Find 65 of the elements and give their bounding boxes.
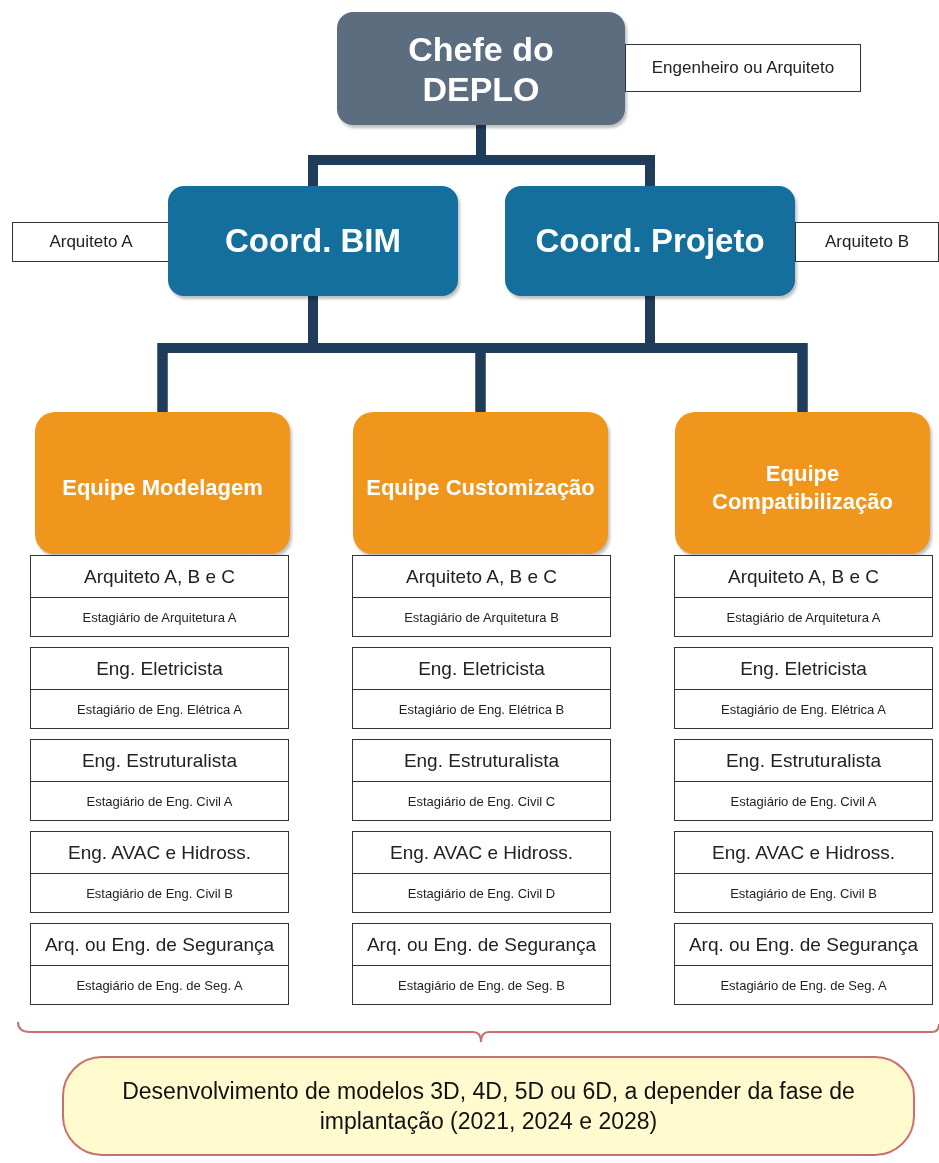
staff-box (352, 831, 611, 913)
role-subtitle: Estagiário de Eng. Civil B (85, 884, 234, 903)
role-title: Eng. Estruturalista (353, 740, 610, 782)
role-subtitle: Estagiário de Eng. Civil A (729, 792, 878, 811)
name-box (625, 44, 861, 92)
role-title: Chefe do DEPLO (407, 28, 555, 109)
role-subtitle: Estagiário de Eng. de Seg. B (397, 976, 566, 995)
role-title: Eng. AVAC e Hidross. (31, 832, 288, 874)
role-subtitle: Estagiário de Arquitetura A (81, 608, 238, 627)
staff-box (30, 831, 289, 913)
role-subtitle: Estagiário de Eng. Civil C (406, 792, 557, 811)
staff-box (352, 923, 611, 1005)
staff-box (674, 739, 933, 821)
name-box (12, 222, 170, 262)
role-title: Eng. Eletricista (675, 648, 932, 690)
staff-box (674, 831, 933, 913)
role-subtitle: Estagiário de Eng. Elétrica A (720, 700, 887, 719)
role-title: Equipe Customização (366, 474, 595, 502)
role-title: Arquiteto A, B e C (675, 556, 932, 598)
role-title: Arquiteto B (824, 232, 910, 252)
staff-box (352, 739, 611, 821)
role-title: Coord. BIM (225, 222, 401, 260)
role-subtitle: Estagiário de Eng. Civil D (406, 884, 557, 903)
role-title: Desenvolvimento de modelos 3D, 4D, 5D ou 6D, a depender da fase de implantação (2021, 2024 e 2028) (121, 1077, 856, 1136)
role-title: Coord. Projeto (535, 222, 765, 260)
staff-box (674, 923, 933, 1005)
role-title: Arq. ou Eng. de Segurança (675, 924, 932, 966)
role-title: Arq. ou Eng. de Segurança (353, 924, 610, 966)
staff-box (352, 647, 611, 729)
staff-box (352, 555, 611, 637)
role-title: Eng. AVAC e Hidross. (675, 832, 932, 874)
role-title: Eng. Eletricista (353, 648, 610, 690)
role-subtitle: Estagiário de Eng. de Seg. A (719, 976, 888, 995)
staff-box (674, 647, 933, 729)
staff-box (30, 647, 289, 729)
role-subtitle: Estagiário de Eng. Elétrica B (397, 700, 566, 719)
role-subtitle: Estagiário de Eng. Civil B (729, 884, 878, 903)
role-subtitle: Estagiário de Arquitetura A (725, 608, 882, 627)
name-box (795, 222, 939, 262)
role-title: Eng. Eletricista (31, 648, 288, 690)
note-box (62, 1056, 915, 1156)
team-box (353, 412, 608, 554)
role-title: Arq. ou Eng. de Segurança (31, 924, 288, 966)
role-box (505, 186, 795, 296)
role-subtitle: Estagiário de Eng. de Seg. A (75, 976, 244, 995)
staff-box (30, 739, 289, 821)
role-title: Arquiteto A (49, 232, 133, 252)
role-box (337, 12, 625, 125)
role-title: Eng. Estruturalista (31, 740, 288, 782)
role-title: Equipe Compatibilização (711, 460, 894, 516)
role-title: Arquiteto A, B e C (31, 556, 288, 598)
role-subtitle: Estagiário de Arquitetura B (403, 608, 560, 627)
staff-box (674, 555, 933, 637)
team-box (675, 412, 930, 554)
staff-box (30, 555, 289, 637)
role-subtitle: Estagiário de Eng. Elétrica A (76, 700, 243, 719)
team-box (35, 412, 290, 554)
role-title: Arquiteto A, B e C (353, 556, 610, 598)
role-subtitle: Estagiário de Eng. Civil A (85, 792, 234, 811)
role-title: Equipe Modelagem (62, 474, 263, 502)
role-box (168, 186, 458, 296)
role-title: Eng. AVAC e Hidross. (353, 832, 610, 874)
role-title: Eng. Estruturalista (675, 740, 932, 782)
staff-box (30, 923, 289, 1005)
role-title: Engenheiro ou Arquiteto (651, 58, 835, 78)
